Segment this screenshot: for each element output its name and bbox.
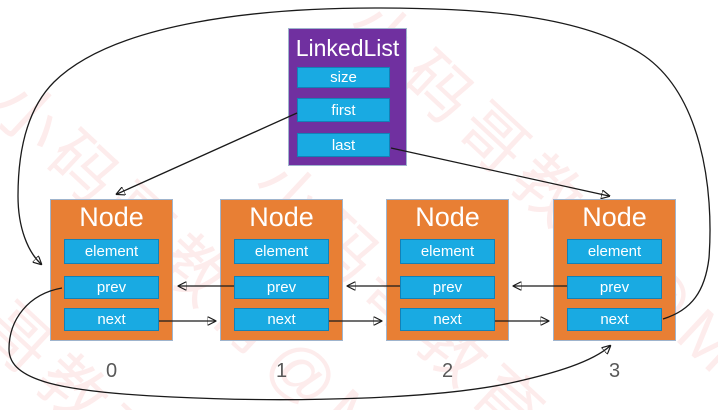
node-field-next: next bbox=[400, 308, 495, 331]
node-field-element: element bbox=[234, 239, 329, 264]
node-field-element: element bbox=[567, 239, 662, 264]
node-box-3: Node element prev next bbox=[553, 199, 676, 341]
node-field-prev: prev bbox=[567, 276, 662, 299]
node-field-element: element bbox=[64, 239, 159, 264]
linkedlist-field-first: first bbox=[297, 98, 390, 122]
node-field-next: next bbox=[64, 308, 159, 331]
node-title: Node bbox=[415, 202, 480, 232]
node-field-next: next bbox=[567, 308, 662, 331]
node-title: Node bbox=[249, 202, 314, 232]
node-title: Node bbox=[79, 202, 144, 232]
node-index-label-3: 3 bbox=[608, 360, 621, 382]
node-box-2: Node element prev next bbox=[386, 199, 509, 341]
node-field-prev: prev bbox=[64, 276, 159, 299]
node-box-0: Node element prev next bbox=[50, 199, 173, 341]
node-field-next: next bbox=[234, 308, 329, 331]
node-index-label-1: 1 bbox=[275, 360, 288, 382]
linkedlist-field-size: size bbox=[297, 67, 390, 88]
node-field-prev: prev bbox=[400, 276, 495, 299]
linkedlist-title: LinkedList bbox=[295, 35, 400, 61]
linkedlist-field-last: last bbox=[297, 133, 390, 157]
node-index-label-0: 0 bbox=[105, 360, 118, 382]
linkedlist-box: LinkedList size first last bbox=[288, 28, 407, 166]
node-box-1: Node element prev next bbox=[220, 199, 343, 341]
node-title: Node bbox=[582, 202, 647, 232]
node-field-element: element bbox=[400, 239, 495, 264]
node-field-prev: prev bbox=[234, 276, 329, 299]
node-index-label-2: 2 bbox=[441, 360, 454, 382]
